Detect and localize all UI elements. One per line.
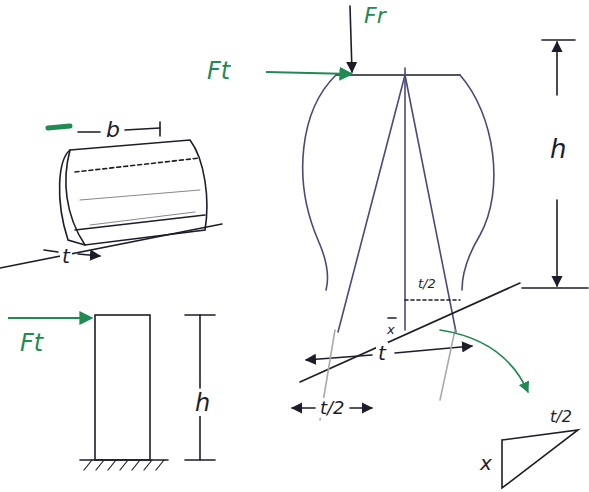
force-label: Ft (205, 58, 232, 84)
dimension-label: t (376, 342, 388, 364)
dimension-label: h (548, 135, 568, 163)
dimension-label: t/2 (548, 408, 574, 426)
force-label: Fr (362, 4, 388, 28)
dimension-label: x (385, 322, 397, 337)
dimension-label: t (60, 245, 72, 267)
dimension-label: x (478, 452, 494, 474)
dimension-label: h (193, 390, 212, 416)
dimension-label: b (104, 118, 122, 142)
force-label: Ft (18, 330, 45, 356)
dimension-label: t/2 (416, 276, 438, 291)
dimension-label: t/2 (318, 398, 347, 418)
